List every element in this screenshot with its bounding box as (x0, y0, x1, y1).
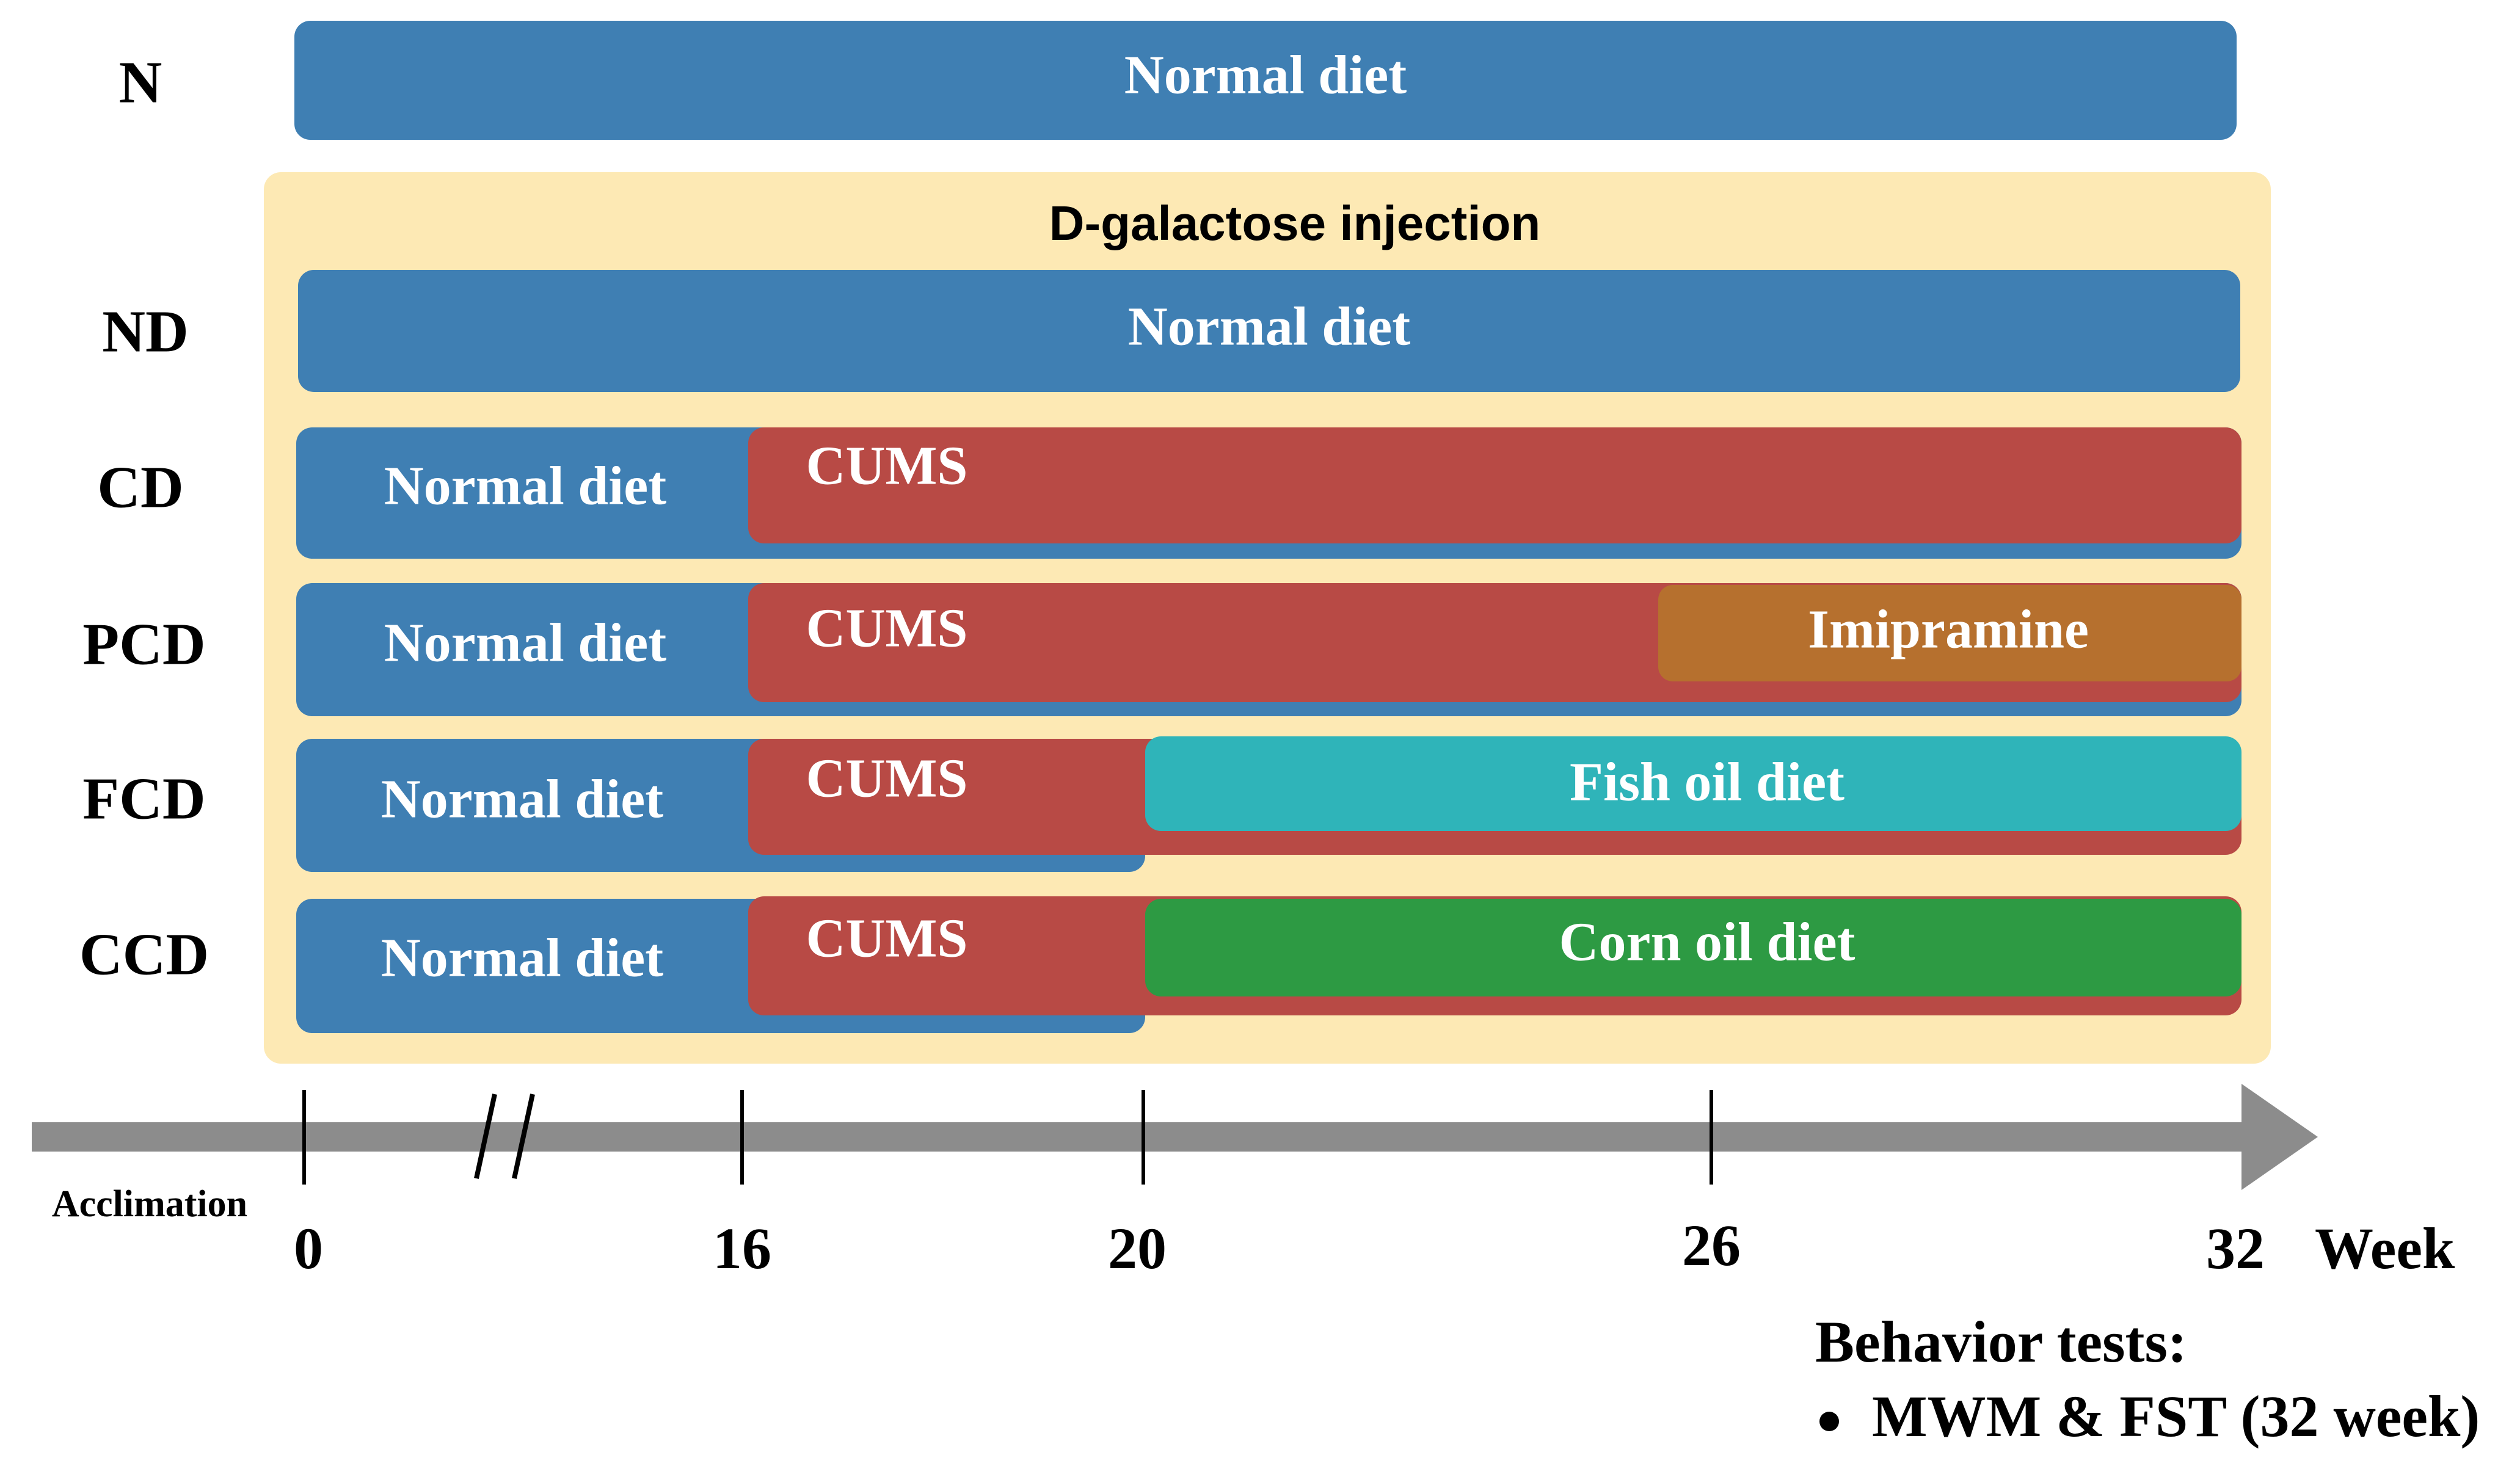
bar-nd-normal-diet (298, 270, 2240, 392)
bar-pcd-imipramine (1658, 585, 2241, 681)
bar-ccd-normal-diet-label: Normal diet (381, 928, 663, 989)
axis-break-mark-2 (512, 1094, 535, 1179)
group-label-ccd: CCD (79, 921, 209, 987)
bar-fcd-fish-oil-diet (1145, 736, 2241, 831)
group-label-nd: ND (102, 299, 189, 365)
injection-label: D-galactose injection (1049, 196, 1541, 250)
tick-label-32: 32 (2206, 1216, 2265, 1281)
bar-ccd-cums-label: CUMS (806, 909, 968, 969)
bar-pcd-normal-diet-label: Normal diet (384, 613, 666, 673)
bar-pcd-cums-label: CUMS (806, 598, 968, 659)
bar-cd-cums (748, 427, 2241, 543)
bar-fcd-normal-diet-label: Normal diet (381, 769, 663, 830)
behavior-test-item: MWM & FST (32 week) (1872, 1384, 2480, 1449)
bar-fcd-fish-oil-diet-label: Fish oil diet (1570, 752, 1844, 813)
bullet-icon (1819, 1412, 1839, 1431)
group-label-pcd: PCD (82, 611, 205, 677)
timeline-arrowhead (2241, 1084, 2318, 1190)
group-label-cd: CD (97, 454, 184, 520)
timeline-axis (32, 1122, 2249, 1152)
tick-label-20: 20 (1108, 1216, 1167, 1281)
bar-cd-cums-label: CUMS (806, 436, 968, 496)
group-label-n: N (119, 49, 162, 115)
bar-ccd-corn-oil-diet (1145, 899, 2241, 996)
bar-fcd-cums-label: CUMS (806, 749, 968, 809)
tick-label-26: 26 (1682, 1213, 1741, 1278)
bar-n-normal-diet (294, 21, 2237, 140)
behavior-tests-title: Behavior tests: (1815, 1309, 2187, 1374)
bar-pcd-imipramine-label: Imipramine (1808, 600, 2089, 660)
group-label-fcd: FCD (82, 766, 205, 832)
tick-label-16: 16 (713, 1216, 771, 1281)
bar-cd-normal-diet-label: Normal diet (384, 456, 666, 517)
bar-ccd-corn-oil-diet-label: Corn oil diet (1559, 912, 1855, 973)
axis-break-mark-1 (474, 1094, 497, 1179)
acclimation-label: Acclimation (52, 1183, 247, 1225)
bar-n-normal-diet-label: Normal diet (1124, 45, 1407, 106)
tick-label-0: 0 (294, 1216, 323, 1281)
bar-nd-normal-diet-label: Normal diet (1128, 297, 1410, 357)
week-unit-label: Week (2315, 1216, 2455, 1281)
